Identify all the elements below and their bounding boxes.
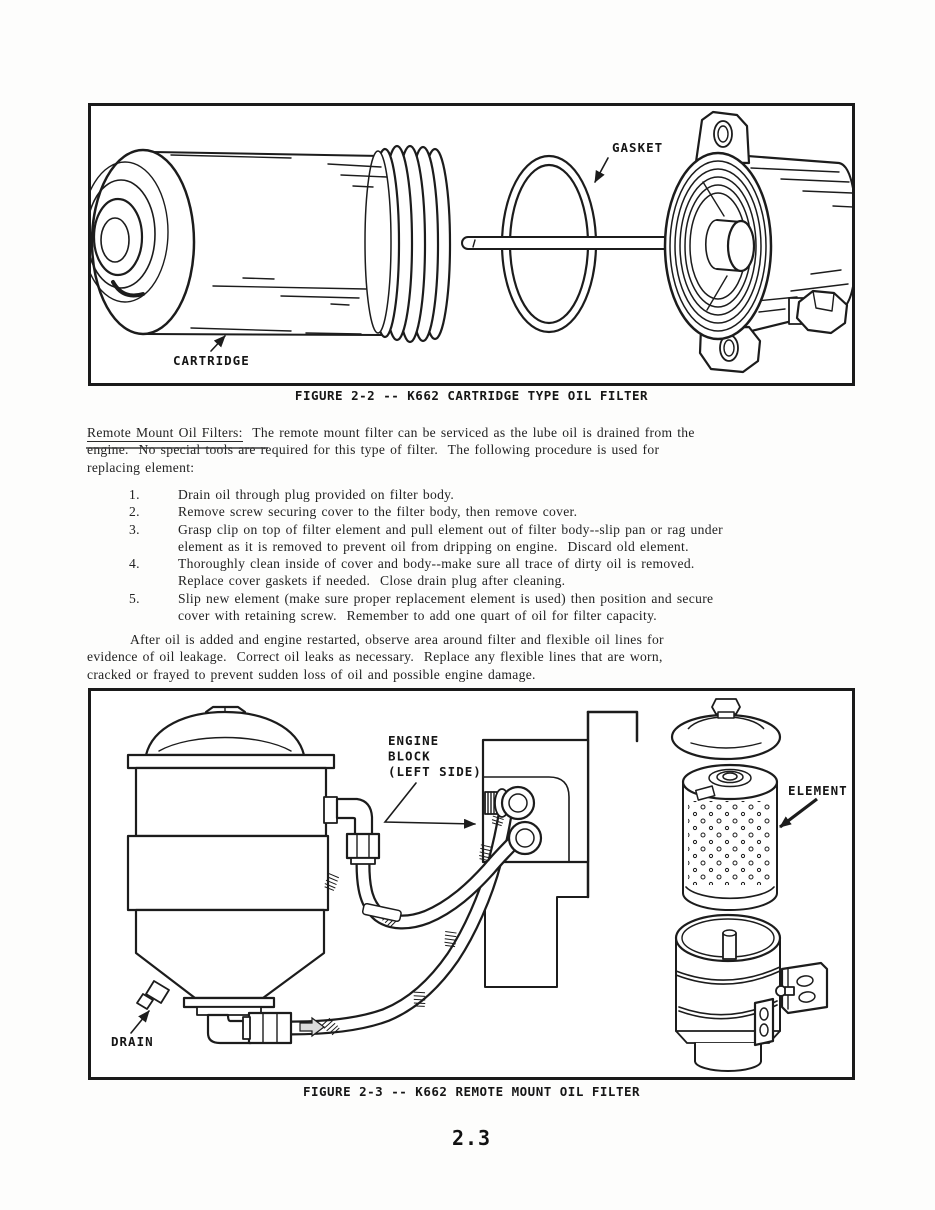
hose-fittings [206,797,381,1045]
engine-block-label-line1: ENGINE [388,733,439,748]
page-number: 2.3 [451,1126,492,1150]
step-item: 2. Remove screw securing cover to the fi… [87,503,862,520]
flow-arrow-mark [299,1016,325,1038]
step-text: cover with retaining screw. Remember to … [178,608,658,624]
canister-filter-drawing [126,705,338,1016]
step-item: 5. Slip new element (make sure proper re… [87,590,862,625]
step-item: 1. Drain oil through plug provided on fi… [87,486,862,503]
closing-paragraph: After oil is added and engine restarted,… [87,631,862,683]
step-number: 3. [129,521,140,537]
section-heading: Remote Mount Oil Filters: [87,425,243,442]
filter-body-drawing [674,913,829,1072]
filter-element-drawing [681,763,779,911]
step-text: Slip new element (make sure proper repla… [178,590,714,606]
scan-underline-artifact [86,447,268,449]
filter-cover-drawing [670,698,782,761]
step-text: Drain oil through plug provided on filte… [178,487,455,502]
step-number: 5. [129,590,140,606]
engine-block-label-line3: (LEFT SIDE) [388,764,482,779]
cartridge-leader-arrow [210,335,226,352]
step-number: 4. [129,556,140,572]
step-text: Thoroughly clean inside of cover and bod… [178,556,695,572]
element-label: ELEMENT [788,783,848,798]
intro-rest: The remote mount filter can be serviced … [242,425,695,440]
gasket-leader-arrow [594,157,609,183]
drain-leader-arrow [130,1010,150,1034]
step-text: Replace cover gaskets if needed. Close d… [178,573,566,589]
cartridge-drawing [91,144,452,344]
step-number: 1. [129,487,140,502]
step-item: 3. Grasp clip on top of filter element a… [87,521,862,556]
remote-mount-oil-filter-drawing: ENGINE BLOCK (LEFT SIDE) DRAIN ELEMENT [111,698,848,1072]
engine-block-fittings [484,785,543,856]
drain-label: DRAIN [111,1034,154,1049]
cartridge-oil-filter-drawing: GASKET CARTRIDGE [91,110,852,374]
figure-2-3-box: ENGINE BLOCK (LEFT SIDE) DRAIN ELEMENT [88,688,855,1080]
filter-base-drawing [663,110,852,374]
figure-2-2-box: GASKET CARTRIDGE [88,103,855,386]
flexible-oil-hoses [283,805,525,1038]
cartridge-label: CARTRIDGE [173,353,250,368]
closing-line: evidence of oil leakage. Correct oil lea… [87,649,663,665]
procedure-steps: 1. Drain oil through plug provided on fi… [87,486,862,624]
intro-line: replacing element: [87,459,195,475]
element-leader-arrow [779,797,818,829]
engine-block-label-line2: BLOCK [388,749,431,764]
step-text: element as it is removed to prevent oil … [178,538,689,554]
step-text: Remove screw securing cover to the filte… [178,504,578,520]
figure-2-2-caption: FIGURE 2-2 -- K662 CARTRIDGE TYPE OIL FI… [294,388,649,403]
intro-paragraph: Remote Mount Oil Filters: The remote mou… [87,424,862,476]
figure-2-3-caption: FIGURE 2-3 -- K662 REMOTE MOUNT OIL FILT… [302,1084,641,1099]
intro-line: engine. No special tools are required fo… [87,442,660,458]
step-text: Grasp clip on top of filter element and … [178,521,724,537]
closing-line: After oil is added and engine restarted,… [130,632,664,647]
gasket-label: GASKET [612,140,663,155]
closing-line: cracked or frayed to prevent sudden loss… [87,666,536,682]
step-item: 4. Thoroughly clean inside of cover and … [87,555,862,590]
step-number: 2. [129,504,140,520]
engine-block-leader-arrow [383,782,476,829]
